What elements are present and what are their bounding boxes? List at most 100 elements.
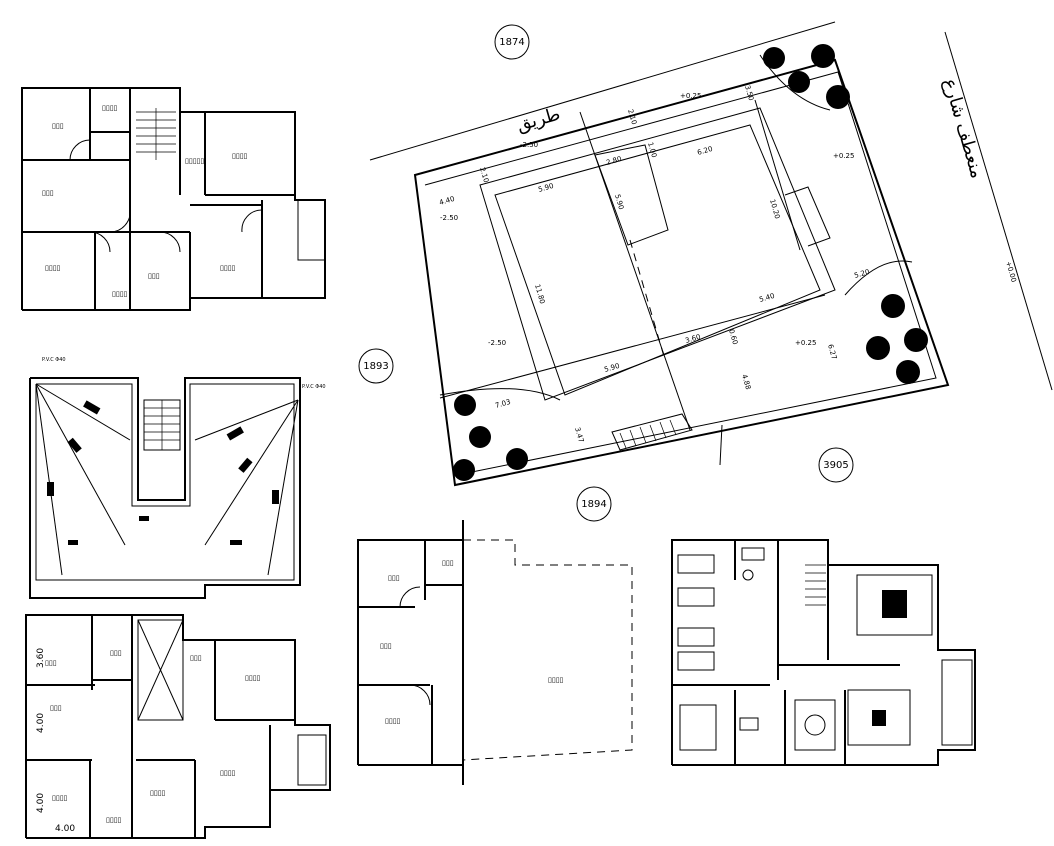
room-label: ▯▯▯ <box>50 704 62 712</box>
svg-text:2.10: 2.10 <box>626 108 638 125</box>
building-footprint <box>494 124 821 396</box>
room-label: ▯▯▯ <box>148 272 160 280</box>
svg-text:4.40: 4.40 <box>438 195 455 207</box>
svg-text:5.90: 5.90 <box>613 193 625 210</box>
room-label: ▯▯▯▯ <box>245 674 260 682</box>
drain-marker <box>47 400 279 545</box>
dimension-label: 4.00 <box>36 793 46 813</box>
room-label: ▯▯▯▯ <box>548 676 563 684</box>
room-label: ▯▯▯ <box>42 189 54 197</box>
garage-outline <box>462 539 633 761</box>
door-swing <box>399 586 421 608</box>
parcel-bubble-west <box>358 348 394 384</box>
room-label: ▯▯▯▯ <box>52 794 67 802</box>
room-label: ▯▯▯▯ <box>102 104 117 112</box>
stair-block <box>594 144 669 246</box>
door-swing <box>89 231 111 253</box>
stair <box>143 399 181 451</box>
room-label: ▯▯▯▯▯ <box>185 157 204 165</box>
door-swing <box>241 209 263 233</box>
entrance-stair <box>784 186 831 247</box>
level-marker: +0.25 <box>833 152 854 160</box>
room-label: ▯▯▯ <box>110 649 122 657</box>
garden-arc-right <box>844 260 913 296</box>
room-label: ▯▯▯ <box>45 659 57 667</box>
room-label: ▯▯▯ <box>52 122 64 130</box>
svg-text:2.80: 2.80 <box>605 155 622 167</box>
svg-text:6.27: 6.27 <box>826 343 838 360</box>
bed-icon <box>677 554 717 751</box>
bathroom-fixture-icon <box>739 547 765 731</box>
svg-text:1.00: 1.00 <box>646 141 658 158</box>
svg-text:3.50: 3.50 <box>743 84 755 101</box>
room-label: ▯▯▯▯ <box>220 264 235 272</box>
pvc-label: P.V.C Φ40 <box>42 357 66 363</box>
dining-table-icon <box>794 699 836 751</box>
parcel-label-south: 1894 <box>581 499 606 510</box>
svg-text:3.47: 3.47 <box>573 426 585 443</box>
level-marker: -2.50 <box>520 141 538 149</box>
parcel-label-north: 1874 <box>499 37 524 48</box>
door-swing <box>69 139 91 161</box>
room-label: ▯▯▯ <box>388 574 400 582</box>
gate-post <box>719 424 723 466</box>
dimension-label: 4.00 <box>36 713 46 733</box>
svg-text:0.60: 0.60 <box>727 328 739 345</box>
door-swing <box>109 209 131 233</box>
room-label: ▯▯▯▯ <box>232 152 247 160</box>
svg-text:10.20: 10.20 <box>768 198 781 219</box>
gate-steps <box>611 413 693 451</box>
svg-text:5.90: 5.90 <box>537 182 554 194</box>
room-label: ▯▯▯ <box>442 559 454 567</box>
svg-text:4.88: 4.88 <box>740 373 752 390</box>
tree-icon <box>453 44 928 481</box>
room-label: ▯▯▯ <box>190 654 202 662</box>
level-marker: -2.50 <box>440 214 458 222</box>
garden-arc-left <box>439 388 561 401</box>
first-floor-plan: 3.60 4.00 4.00 4.00 ▯▯▯ ▯▯▯ ▯▯▯ ▯▯▯ ▯▯▯▯… <box>25 614 331 839</box>
grid-line-c <box>439 294 826 399</box>
grid-line-a <box>579 111 691 431</box>
site-dimensions: 3.50 2.10 1.00 2.80 6.20 5.90 5.90 2.10 … <box>438 84 870 443</box>
outer-wall <box>21 87 326 311</box>
level-marker: +0.00 <box>1004 260 1018 283</box>
parcel-bubble-north <box>494 24 530 60</box>
basement-plan: ▯▯▯ ▯▯▯ ▯▯▯ ▯▯▯▯ ▯▯▯▯ <box>357 520 633 785</box>
svg-text:3.60: 3.60 <box>684 333 701 345</box>
grid-line-b <box>754 99 801 251</box>
roof-outline <box>29 377 301 599</box>
street-edge <box>944 31 1053 391</box>
outer-wall <box>25 614 331 839</box>
stair <box>136 108 176 160</box>
svg-text:5.90: 5.90 <box>603 362 620 374</box>
parcel-bubble-south <box>576 486 612 522</box>
svg-text:6.20: 6.20 <box>696 145 713 157</box>
property-boundary <box>413 58 950 487</box>
furnished-plan <box>671 539 976 766</box>
level-marker: -2.50 <box>488 339 506 347</box>
room-label: ▯▯▯▯ <box>106 816 121 824</box>
room-label: ▯▯▯▯ <box>112 290 127 298</box>
room-label: ▯▯▯ <box>380 642 392 650</box>
stair <box>805 564 826 606</box>
dimension-label: 3.60 <box>36 648 46 668</box>
parcel-label-west: 1893 <box>363 361 388 372</box>
ground-floor-plan: ▯▯▯ ▯▯▯▯ ▯▯▯▯ ▯▯▯ ▯▯▯▯▯ ▯▯▯▯ ▯▯▯▯ ▯▯▯ ▯▯… <box>21 87 326 311</box>
street-label: منعطف شارع <box>939 76 988 181</box>
level-marker: +0.25 <box>680 92 701 100</box>
svg-text:5.20: 5.20 <box>853 268 870 280</box>
dimension-label: 4.00 <box>55 824 75 834</box>
door-swing <box>409 684 431 706</box>
svg-text:11.80: 11.80 <box>533 283 546 304</box>
site-plan: 1874 1893 1894 3905 طريق منعطف شارع <box>358 21 1053 522</box>
road-label: طريق <box>514 104 562 136</box>
roof-plan: P.V.C Φ40 P.V.C Φ40 <box>29 357 326 599</box>
parcel-bubble-east <box>818 447 854 483</box>
outer-wall <box>671 539 976 766</box>
room-label: ▯▯▯▯ <box>220 769 235 777</box>
building-footprint-outer <box>479 107 836 401</box>
road-edge-outer <box>369 21 836 161</box>
level-marker: +0.25 <box>795 339 816 347</box>
room-label: ▯▯▯▯ <box>150 789 165 797</box>
